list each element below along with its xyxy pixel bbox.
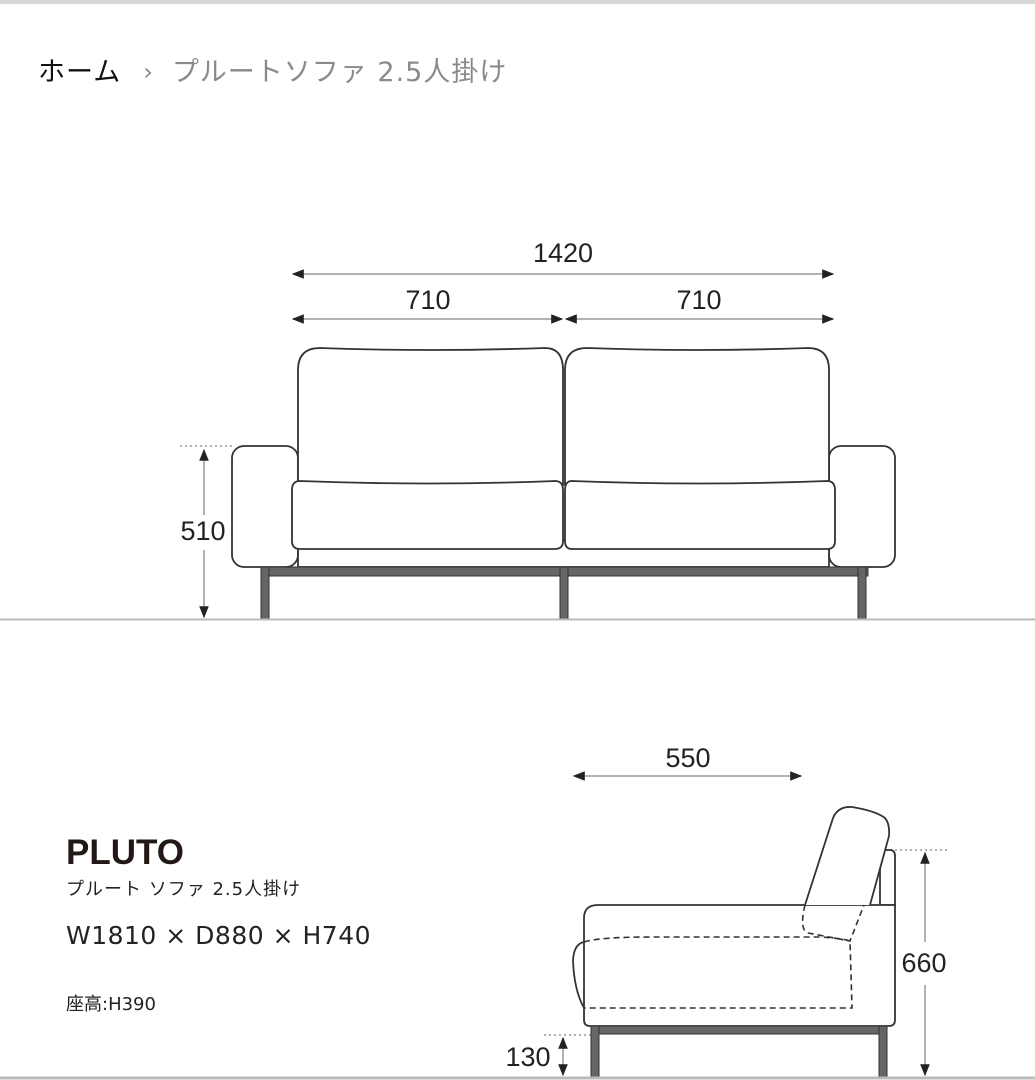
dim-total-width: 1420 — [533, 238, 593, 268]
sofa-front-legs — [260, 566, 869, 620]
front-view: 1420 710 710 510 — [0, 238, 1035, 621]
right-back-cushion — [564, 347, 830, 486]
dim-back-height: 660 — [901, 948, 946, 978]
left-back-cushion — [297, 347, 564, 486]
breadcrumb: ホーム › プルートソファ 2.5人掛け — [38, 50, 507, 89]
dim-seat-depth: 550 — [665, 743, 710, 773]
top-divider — [0, 0, 1035, 4]
product-info: PLUTO プルート ソファ 2.5人掛け W1810 × D880 × H74… — [66, 833, 371, 1016]
dim-right-seat: 710 — [676, 285, 721, 315]
dim-leg-height: 130 — [505, 1042, 550, 1072]
dim-left-seat: 710 — [405, 285, 450, 315]
dim-arm-height: 510 — [180, 516, 225, 546]
right-seat-cushion — [564, 480, 836, 550]
sofa-front-outline — [231, 347, 896, 568]
product-subtitle: プルート ソファ 2.5人掛け — [66, 879, 302, 900]
product-seat-height: 座高:H390 — [66, 994, 156, 1015]
breadcrumb-current: プルートソファ 2.5人掛け — [171, 57, 508, 88]
product-dimensions: W1810 × D880 × H740 — [66, 921, 372, 950]
side-back-cushion — [804, 806, 891, 906]
sofa-side-legs — [590, 1025, 888, 1079]
left-seat-cushion — [291, 480, 564, 550]
sofa-side-outline — [572, 806, 896, 1027]
left-arm — [231, 445, 299, 568]
breadcrumb-home-link[interactable]: ホーム — [38, 57, 122, 88]
side-body — [583, 904, 896, 1027]
dimension-lines-front — [180, 269, 835, 619]
chevron-right-icon: › — [143, 57, 154, 86]
dimension-lines-side — [544, 771, 950, 1077]
right-arm — [828, 445, 896, 568]
product-name: PLUTO — [66, 833, 184, 872]
side-view: 550 660 130 — [0, 743, 1035, 1080]
side-hidden-lines — [583, 904, 865, 1009]
